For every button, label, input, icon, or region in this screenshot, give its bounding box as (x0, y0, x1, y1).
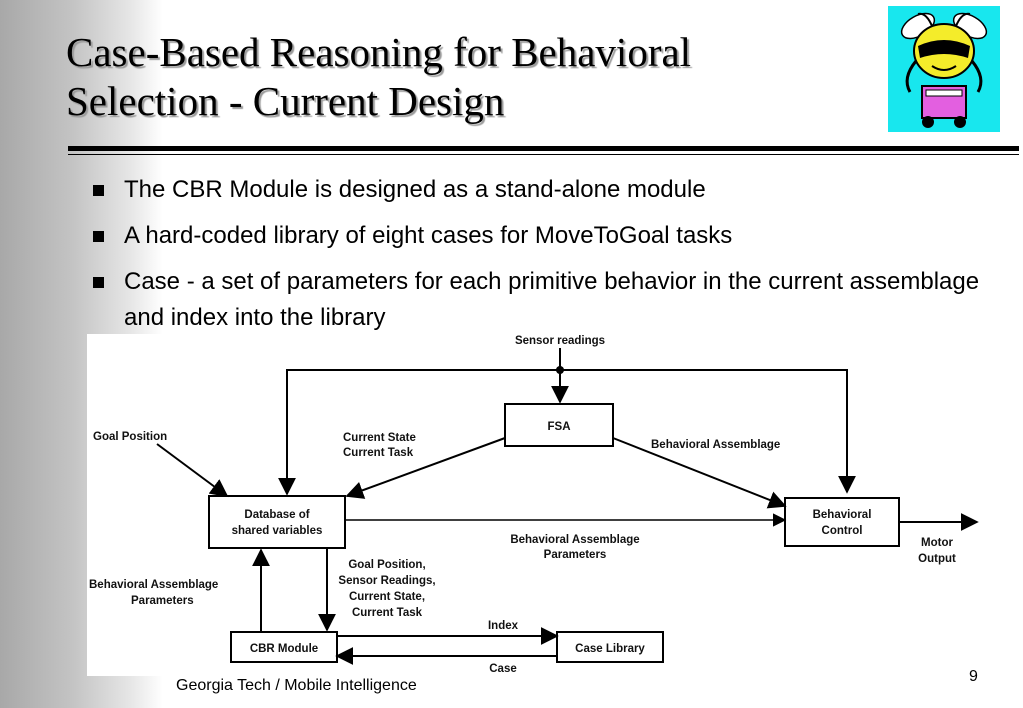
fsa-label: FSA (548, 421, 571, 433)
bullet-square-icon (93, 277, 104, 288)
case-label: Case (489, 663, 517, 675)
bullet-square-icon (93, 185, 104, 196)
goal-position-label: Goal Position (93, 431, 167, 443)
left-parameters-label-1: Behavioral Assemblage (89, 579, 218, 591)
cbr-inputs-label-2: Sensor Readings, (338, 575, 435, 587)
bullet-text: The CBR Module is designed as a stand-al… (124, 176, 706, 203)
behavioral-control-box (784, 497, 900, 547)
behavioral-control-label-line-1: Behavioral (813, 509, 872, 521)
bullet-item: A hard-coded library of eight cases for … (88, 218, 988, 254)
database-label-line-1: Database of (244, 509, 309, 521)
page-number: 9 (969, 668, 978, 685)
goal-to-database-arrow (156, 443, 229, 498)
sensor-to-database-line (278, 369, 560, 496)
cbr-inputs-label-3: Current State, (349, 591, 425, 603)
left-parameters-label-2: Parameters (131, 595, 194, 607)
case-library-label: Case Library (575, 643, 645, 655)
current-state-label-1: Current State (343, 432, 416, 444)
bullet-text: A hard-coded library of eight cases for … (124, 222, 733, 249)
behavioral-assemblage-label: Behavioral Assemblage (651, 439, 780, 451)
title-line-1: Case-Based Reasoning for Behavioral (66, 29, 692, 75)
footer-text: Georgia Tech / Mobile Intelligence (176, 677, 417, 694)
cbr-inputs-label-4: Current Task (352, 607, 423, 619)
title-rule (68, 146, 1019, 151)
title-line-2: Selection - Current Design (66, 78, 505, 124)
bullet-text: Case - a set of parameters for each prim… (124, 268, 980, 331)
current-state-label-2: Current Task (343, 447, 414, 459)
title-rule-thin (68, 154, 1019, 155)
slide-title: Case-Based Reasoning for Behavioral Sele… (66, 28, 691, 126)
motor-output-label-1: Motor (921, 537, 953, 549)
assemblage-parameters-label-1: Behavioral Assemblage (510, 534, 639, 546)
assemblage-parameters-label-2: Parameters (544, 549, 607, 561)
index-label: Index (488, 620, 519, 632)
sensor-to-control-line (560, 369, 856, 494)
fsa-to-control-arrow (612, 437, 787, 509)
cbr-module-label: CBR Module (250, 643, 318, 655)
bee-mascot-icon (888, 6, 1000, 132)
behavioral-control-label-line-2: Control (822, 525, 863, 537)
bullet-square-icon (93, 231, 104, 242)
bullet-item: The CBR Module is designed as a stand-al… (88, 172, 988, 208)
motor-output-label-2: Output (918, 553, 956, 565)
bullet-list: The CBR Module is designed as a stand-al… (88, 172, 988, 346)
cbr-inputs-label-1: Goal Position, (348, 559, 425, 571)
fsa-to-database-arrow (345, 437, 506, 499)
architecture-diagram: FSA Database of shared variables Behavio… (87, 334, 980, 676)
bullet-item: Case - a set of parameters for each prim… (88, 264, 988, 336)
case-library-box (556, 631, 664, 663)
sensor-readings-label: Sensor readings (515, 335, 605, 347)
database-box (208, 495, 346, 549)
database-label-line-2: shared variables (232, 525, 323, 537)
fsa-box (504, 403, 614, 447)
